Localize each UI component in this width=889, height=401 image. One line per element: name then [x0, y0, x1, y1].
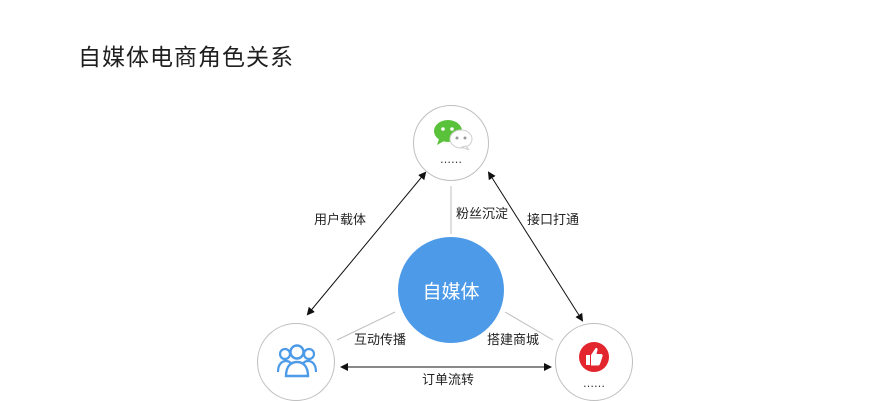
edge-label-build-mall: 搭建商城: [487, 333, 540, 348]
arrow-user-carrier: [306, 171, 427, 316]
wechat-node-dots: ……: [440, 153, 462, 166]
thumbs-up-node: ……: [555, 323, 633, 401]
thumbs-node-dots: ……: [583, 377, 605, 390]
edge-label-fans-settle: 粉丝沉淀: [456, 207, 509, 222]
center-node-label: 自媒体: [422, 280, 480, 303]
edge-label-interface-connect: 接口打通: [527, 213, 580, 228]
thumbs-up-icon: [579, 342, 609, 372]
edge-label-order-flow: 订单流转: [422, 373, 475, 388]
users-node: [257, 323, 335, 401]
edge-label-interact-spread: 互动传播: [354, 333, 407, 348]
users-icon: [277, 344, 317, 378]
wechat-node: ……: [413, 105, 489, 181]
edge-label-user-carrier: 用户载体: [314, 213, 367, 228]
page-title: 自媒体电商角色关系: [78, 45, 294, 71]
center-node: 自媒体: [398, 237, 504, 343]
connector-left: [336, 311, 396, 341]
wechat-icon: [434, 120, 473, 150]
arrow-interface: [487, 171, 584, 322]
